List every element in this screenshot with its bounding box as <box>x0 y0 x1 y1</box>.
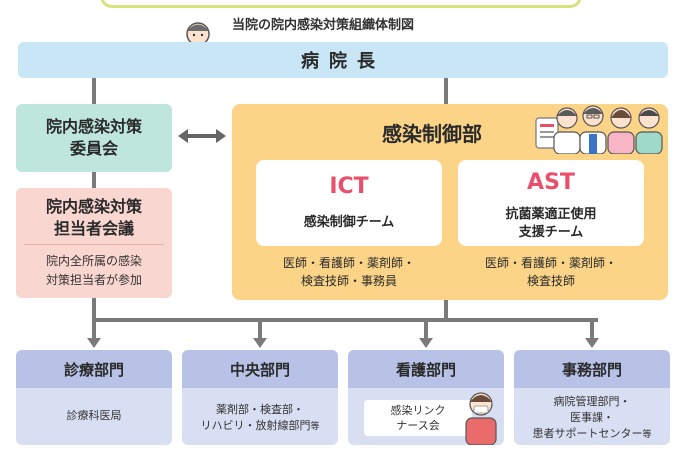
council-title: 院内感染対策 担当者会議 <box>45 197 142 238</box>
department-administration: 事務部門 病院管理部門・ 医事課・ 患者サポートセンター等 <box>514 350 670 445</box>
council-box: 院内感染対策 担当者会議 院内全所属の感染 対策担当者が参加 <box>16 188 172 298</box>
council-description: 院内全所属の感染 対策担当者が参加 <box>45 254 142 287</box>
arrow-down-icon <box>86 318 102 350</box>
team-name: 感染制御チーム <box>303 215 395 230</box>
department-name: 診療部門 <box>16 350 172 388</box>
department-description-text: 薬剤部・検査部・ リハビリ・放射線部門 <box>200 403 311 432</box>
team-members: 医師・看護師・薬剤師・ 検査技師 <box>484 256 617 288</box>
department-description-text: 病院管理部門・ 医事課・ 患者サポートセンター <box>532 395 643 440</box>
infection-control-dept-title: 感染制御部 <box>382 122 482 146</box>
director-box: 病院長 <box>18 42 668 78</box>
link-nurse-box: 感染リンク ナース会 <box>364 400 472 436</box>
ast-team-card: AST 抗菌薬適正使用 支援チーム <box>458 160 644 246</box>
team-code: ICT <box>329 174 369 199</box>
department-medical: 診療部門 診療科医局 <box>16 350 172 445</box>
connector-line <box>444 300 448 318</box>
department-name: 事務部門 <box>514 350 670 388</box>
department-name: 中央部門 <box>182 350 338 388</box>
department-name: 看護部門 <box>348 350 504 388</box>
department-description: 病院管理部門・ 医事課・ 患者サポートセンター等 <box>514 394 670 443</box>
connector-line <box>92 318 598 322</box>
connector-line <box>444 78 448 104</box>
double-arrow-icon <box>178 128 226 144</box>
department-description: 薬剤部・検査部・ リハビリ・放射線部門等 <box>182 402 338 435</box>
connector-line <box>92 298 96 318</box>
arrow-down-icon <box>252 318 268 350</box>
department-suffix: 等 <box>642 430 652 440</box>
connector-line <box>92 172 96 188</box>
nurse-illustration <box>460 384 500 445</box>
director-label: 病院長 <box>301 51 385 72</box>
team-members: 医師・看護師・薬剤師・ 検査技師・事務員 <box>282 256 415 288</box>
committee-box: 院内感染対策 委員会 <box>16 104 172 172</box>
top-frame <box>100 0 582 8</box>
arrow-down-icon <box>584 318 600 350</box>
team-name: 抗菌薬適正使用 支援チーム <box>505 207 597 240</box>
department-description: 感染リンク ナース会 <box>390 404 446 432</box>
infection-control-dept-box: 感染制御部 IC <box>232 104 668 300</box>
department-description: 診療科医局 <box>66 409 122 422</box>
committee-label: 院内感染対策 委員会 <box>45 117 142 158</box>
department-suffix: 等 <box>310 422 320 432</box>
department-central: 中央部門 薬剤部・検査部・ リハビリ・放射線部門等 <box>182 350 338 445</box>
divider <box>24 244 164 245</box>
team-code: AST <box>527 170 575 195</box>
ict-team-card: ICT 感染制御チーム <box>256 160 442 246</box>
chart-title: 当院の院内感染対策組織体制図 <box>232 18 415 33</box>
connector-line <box>92 78 96 104</box>
arrow-down-icon <box>418 318 434 350</box>
department-nursing: 看護部門 感染リンク ナース会 <box>348 350 504 445</box>
staff-illustration <box>532 98 672 154</box>
